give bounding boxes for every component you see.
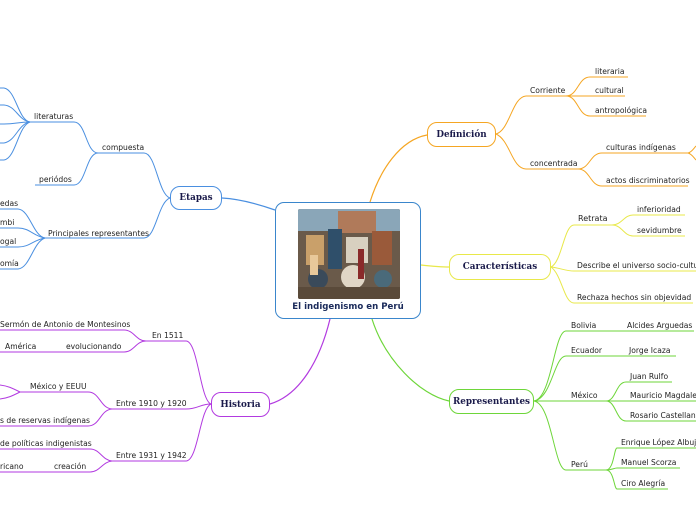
label-america[interactable]: América — [5, 342, 37, 351]
label-ecuador[interactable]: Ecuador — [571, 346, 603, 355]
label-literaria[interactable]: literaria — [595, 67, 625, 76]
label-corriente[interactable]: Corriente — [530, 86, 566, 95]
node-representantes[interactable]: Representantes — [449, 389, 534, 414]
label-reservas-indigenas[interactable]: s de reservas indígenas — [0, 416, 90, 425]
label-principales-representantes[interactable]: Principales representantes — [48, 229, 149, 238]
label-alcides-arguedas[interactable]: Alcides Arguedas — [627, 321, 693, 330]
label-ricano[interactable]: ricano — [0, 462, 24, 471]
connector-representantes — [371, 318, 450, 402]
node-definicion[interactable]: Definición — [427, 122, 496, 147]
label-manuel-scorza[interactable]: Manuel Scorza — [621, 458, 677, 467]
label-describe[interactable]: Describe el universo socio-cultural — [577, 261, 696, 270]
label-juan-rulfo[interactable]: Juan Rulfo — [630, 372, 669, 381]
connector-etapas — [221, 197, 276, 211]
label-compuesta[interactable]: compuesta — [102, 143, 145, 152]
label-mexico-eeuu[interactable]: México y EEUU — [30, 382, 87, 391]
label-entre-1910-1920[interactable]: Entre 1910 y 1920 — [116, 399, 187, 408]
label-ogal[interactable]: ogal — [0, 237, 17, 246]
label-omia[interactable]: omía — [0, 259, 19, 268]
node-caracteristicas[interactable]: Características — [449, 254, 551, 280]
label-antropologica[interactable]: antropológica — [595, 106, 648, 115]
label-mbi[interactable]: mbi — [0, 218, 15, 227]
label-creacion[interactable]: creación — [54, 462, 87, 471]
label-cultural[interactable]: cultural — [595, 86, 624, 95]
label-bolivia[interactable]: Bolivia — [571, 321, 597, 330]
label-sermon[interactable]: Sermón de Antonio de Montesinos — [0, 320, 131, 329]
node-historia[interactable]: Historia — [211, 392, 270, 417]
label-entre-1931-1942[interactable]: Entre 1931 y 1942 — [116, 451, 187, 460]
mural-image — [298, 209, 400, 299]
label-rosario-castellanos[interactable]: Rosario Castellanos — [630, 411, 696, 420]
node-etapas[interactable]: Etapas — [170, 186, 222, 210]
label-periodos[interactable]: periódos — [39, 175, 72, 184]
label-culturas-indigenas[interactable]: culturas indígenas — [606, 143, 676, 152]
label-concentrada[interactable]: concentrada — [530, 159, 578, 168]
label-ciro-alegria[interactable]: Ciro Alegría — [621, 479, 666, 488]
label-actos-discriminatorios[interactable]: actos discriminatorios — [606, 176, 690, 185]
label-rechaza[interactable]: Rechaza hechos sin objevidad — [577, 293, 692, 302]
connector-definicion — [369, 134, 428, 203]
label-enrique-lopez-albujar[interactable]: Enrique López Albujar — [621, 438, 696, 447]
label-evolucionando[interactable]: evolucionando — [66, 342, 122, 351]
label-mexico[interactable]: México — [571, 391, 598, 400]
label-literaturas[interactable]: literaturas — [34, 112, 74, 121]
label-politicas-indigenistas[interactable]: de políticas indigenistas — [0, 439, 92, 448]
label-en-1511[interactable]: En 1511 — [152, 331, 184, 340]
label-mauricio-magdaleno[interactable]: Mauricio Magdaleno — [630, 391, 696, 400]
connector-historia — [269, 318, 331, 405]
central-topic[interactable]: El indigenismo en Perú — [275, 202, 421, 319]
connector-caracteristicas — [420, 264, 450, 268]
label-inferioridad[interactable]: inferioridad — [637, 205, 681, 214]
central-title: El indigenismo en Perú — [292, 302, 404, 312]
label-retrata[interactable]: Retrata — [578, 214, 608, 223]
label-edas[interactable]: edas — [0, 199, 19, 208]
label-jorge-icaza[interactable]: Jorge Icaza — [629, 346, 671, 355]
label-peru[interactable]: Perú — [571, 460, 588, 469]
label-sevidumbre[interactable]: sevidumbre — [637, 226, 682, 235]
